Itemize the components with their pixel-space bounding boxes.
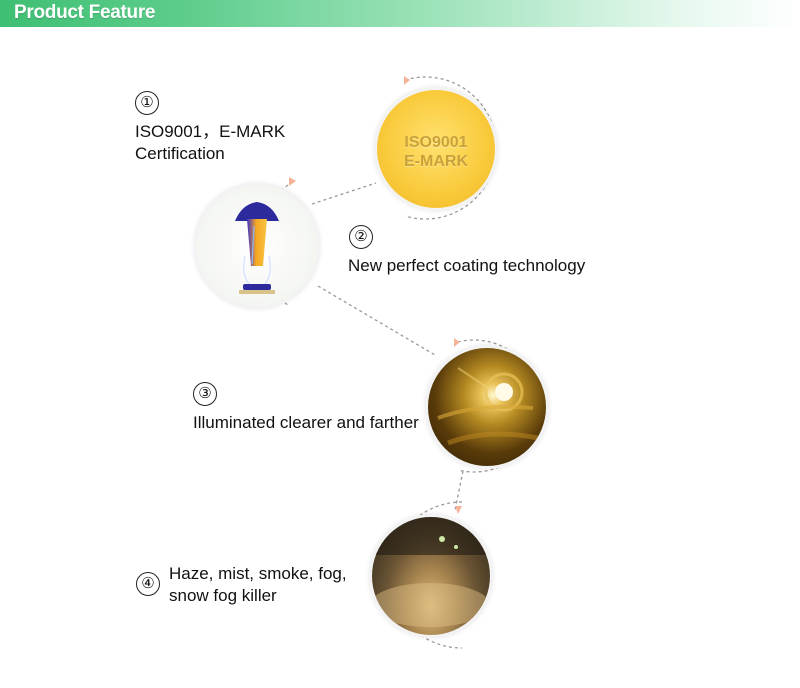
halogen-bulb-icon	[197, 186, 317, 306]
feature-text-2: New perfect coating technology	[348, 256, 586, 275]
headlamp-icon	[428, 348, 546, 466]
feature-number-3: ③	[193, 382, 217, 406]
bulb-illustration	[235, 202, 279, 294]
fog-road-illustration	[372, 517, 490, 627]
arrow-marker-3	[454, 338, 460, 347]
ring-arc-1	[404, 76, 498, 220]
connector-line-2	[317, 285, 436, 356]
arrow-marker-1	[404, 76, 410, 85]
feature-text-3: Illuminated clearer and farther	[193, 413, 419, 432]
feature-text-4: Haze, mist, smoke, fog, snow fog killer	[169, 563, 369, 607]
feature-text-4-line-1: Haze, mist, smoke, fog,	[169, 564, 347, 583]
headlamp-illustration	[437, 367, 539, 446]
badge-line-1: ISO9001	[404, 134, 468, 151]
feature-number-1: ①	[135, 91, 159, 115]
connector-line-3	[454, 470, 464, 511]
badge-line-2: E-MARK	[404, 153, 468, 170]
feature-text-1: ISO9001，E-MARK Certification	[135, 122, 286, 163]
arrow-marker-2	[289, 177, 296, 186]
feature-text-4-line-2: snow fog killer	[169, 586, 277, 605]
feature-number-2: ②	[349, 225, 373, 249]
certification-badge-icon: ISO9001 E-MARK	[377, 90, 495, 208]
page-title: Product Feature	[14, 2, 156, 23]
header-banner: Product Feature	[0, 0, 800, 27]
connector-line-1	[311, 182, 377, 205]
certification-badge-text: ISO9001 E-MARK	[377, 133, 495, 171]
arrow-marker-4	[455, 506, 462, 514]
fog-road-icon	[372, 517, 490, 635]
feature-number-4: ④	[136, 572, 160, 596]
